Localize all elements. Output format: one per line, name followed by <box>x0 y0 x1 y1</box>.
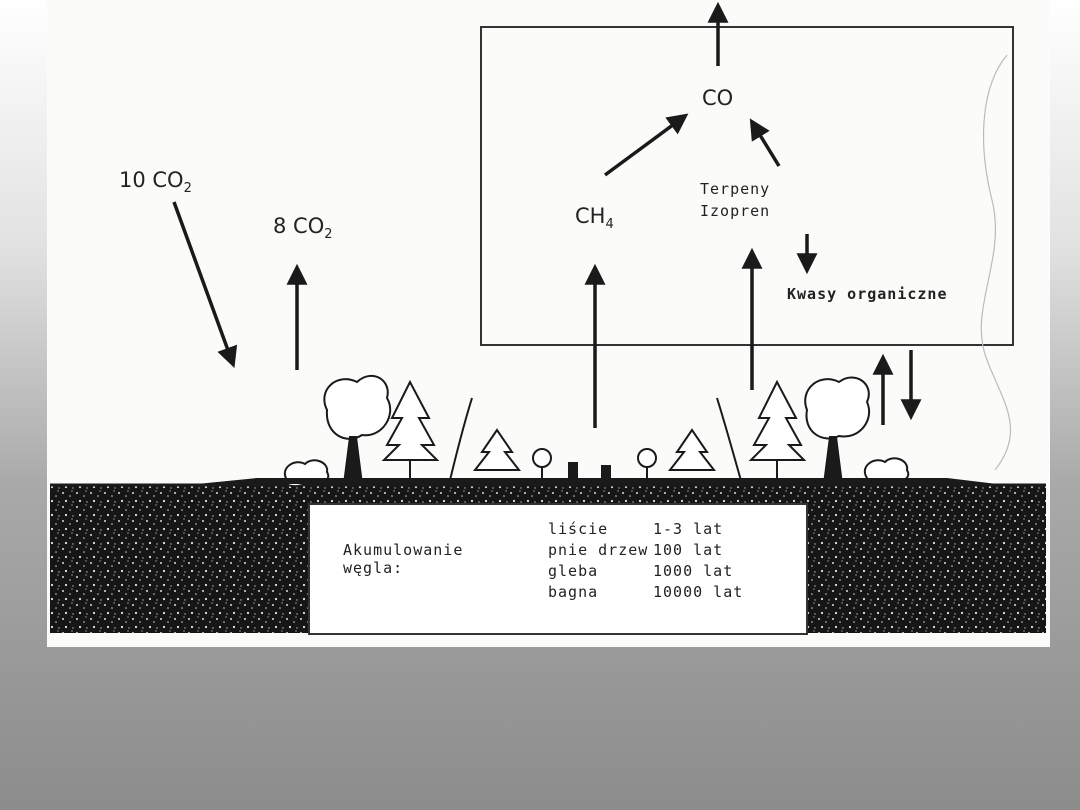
shrub-conifer-right <box>667 428 717 471</box>
label-kwasy: Kwasy organiczne <box>787 285 948 303</box>
title-line1: Akumulowanie <box>343 541 464 559</box>
row-item: liście <box>548 520 609 538</box>
tree-conifer-left <box>381 379 440 461</box>
tree-conifer-right <box>748 379 807 461</box>
atmosphere-box <box>480 26 1014 346</box>
accumulation-title: Akumulowanie węgla: <box>343 541 463 577</box>
co2-out-sub: 2 <box>324 227 333 243</box>
ch4-text: CH <box>575 204 606 228</box>
diagram-scan: Akumulowanie węgla: liście 1-3 lat pnie d… <box>47 0 1050 647</box>
row-item: gleba <box>548 562 599 580</box>
reed-left <box>448 397 473 485</box>
reed-right <box>716 397 743 485</box>
row-item: bagna <box>548 583 599 601</box>
izopren-text: Izopren <box>700 202 771 220</box>
row-time: 10000 lat <box>653 583 744 601</box>
accumulation-row: liście 1-3 lat <box>548 519 743 540</box>
vegetation <box>197 375 997 488</box>
ch4-sub: 4 <box>605 217 614 233</box>
shrub-conifer-left <box>472 428 522 471</box>
terpeny-text: Terpeny <box>700 180 771 198</box>
flower-left <box>532 448 552 468</box>
stump <box>568 462 578 478</box>
row-time: 1000 lat <box>653 562 734 580</box>
carbon-accumulation-panel: Akumulowanie węgla: liście 1-3 lat pnie d… <box>308 503 808 635</box>
label-terpeny: Terpeny Izopren <box>700 178 770 222</box>
accumulation-row: gleba 1000 lat <box>548 561 743 582</box>
flower-right <box>637 448 657 468</box>
arrow-terpeny-co <box>749 118 781 167</box>
ground-mound <box>197 478 997 484</box>
arrows <box>172 1 922 428</box>
co2-in-text: 10 CO <box>119 168 184 192</box>
co2-in-sub: 2 <box>183 181 192 197</box>
co2-out-text: 8 CO <box>273 214 325 238</box>
stump <box>601 465 611 478</box>
tree-deciduous-right <box>804 376 870 440</box>
label-ch4: CH4 <box>575 204 614 232</box>
label-co: CO <box>702 86 734 110</box>
row-time: 1-3 lat <box>653 520 724 538</box>
title-line2: węgla: <box>343 559 404 577</box>
arrow-ch4-co <box>603 113 689 177</box>
arrow-co2-in <box>172 201 238 368</box>
accumulation-row: bagna 10000 lat <box>548 582 743 603</box>
wavy-line <box>980 54 1012 471</box>
label-co2-in: 10 CO2 <box>119 168 192 196</box>
tree-deciduous-left <box>323 375 392 440</box>
row-time: 100 lat <box>653 541 724 559</box>
label-co2-out: 8 CO2 <box>273 214 333 242</box>
row-item: pnie drzew <box>548 541 649 559</box>
